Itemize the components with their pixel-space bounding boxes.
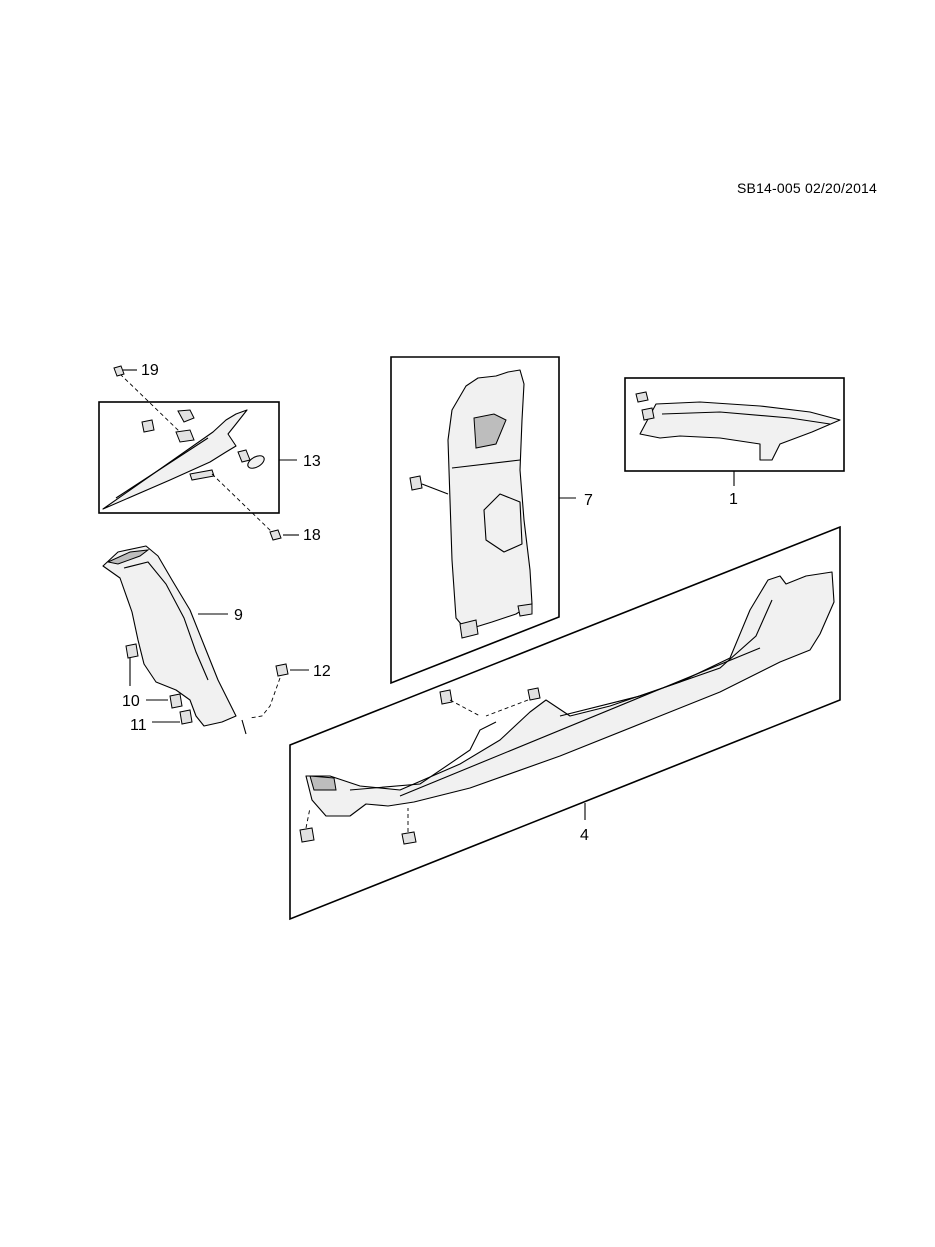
center-pillar-trim bbox=[447, 369, 533, 631]
sill-dash-2 bbox=[485, 699, 529, 717]
pillar-foot-right bbox=[517, 603, 533, 617]
callout-12: 12 bbox=[313, 663, 331, 680]
retainer-clip-top bbox=[177, 409, 195, 423]
assembly-4-group bbox=[289, 525, 841, 921]
callout-7: 7 bbox=[584, 492, 593, 509]
sill-contour-left bbox=[349, 721, 497, 791]
panel-edge-line bbox=[115, 437, 209, 499]
callout-19: 19 bbox=[141, 362, 159, 379]
pillar-top-edge bbox=[106, 549, 150, 565]
assembly-13-frame bbox=[98, 401, 280, 514]
callout-11: 11 bbox=[130, 717, 147, 734]
assembly-7-group bbox=[390, 356, 576, 685]
roof-rail-contour bbox=[661, 411, 831, 425]
retainer-clip-left bbox=[141, 419, 155, 433]
callout-1: 1 bbox=[729, 491, 738, 508]
sill-clip-3 bbox=[299, 827, 315, 843]
pillar-split-line bbox=[451, 459, 521, 469]
pillar-trim-9-group bbox=[102, 545, 309, 735]
pillar-contour bbox=[123, 561, 209, 681]
document-id: SB14-005 02/20/2014 bbox=[737, 180, 878, 196]
roof-rail-clip-1 bbox=[635, 391, 649, 403]
callout-13: 13 bbox=[303, 453, 321, 470]
retainer-clip-center bbox=[175, 429, 195, 443]
fastener-19 bbox=[113, 365, 125, 377]
sill-edge-line bbox=[399, 647, 761, 797]
lower-pillar-trim bbox=[102, 545, 237, 727]
callout-10: 10 bbox=[122, 693, 140, 710]
sill-clip-1 bbox=[439, 689, 453, 705]
pillar-foot bbox=[459, 619, 479, 639]
pillar-clip-line bbox=[421, 483, 449, 495]
callout-4: 4 bbox=[580, 827, 589, 844]
sill-clip-4 bbox=[401, 831, 417, 845]
assembly-13-group bbox=[98, 365, 299, 541]
belt-guide-opening bbox=[473, 413, 507, 449]
clip-11 bbox=[179, 709, 193, 725]
door-sill-plate bbox=[305, 571, 835, 817]
assembly-1-group bbox=[624, 377, 845, 486]
clip-10-upper bbox=[125, 643, 139, 659]
pillar-clip bbox=[409, 475, 423, 491]
retainer-clip-bottom bbox=[189, 469, 215, 481]
cover-cap bbox=[247, 455, 265, 469]
sill-dash-1 bbox=[449, 699, 481, 717]
screw-13 bbox=[237, 449, 251, 463]
assembly-4-frame bbox=[289, 525, 841, 921]
pillar-pocket bbox=[483, 493, 523, 553]
callout-18: 18 bbox=[303, 527, 321, 544]
dash-line-12 bbox=[249, 677, 281, 719]
assembly-7-frame bbox=[390, 356, 560, 685]
sill-end-cap bbox=[309, 775, 337, 791]
pillar-tab bbox=[241, 719, 247, 735]
fastener-18 bbox=[269, 529, 282, 541]
roof-rail-trim bbox=[639, 401, 841, 461]
screw-12 bbox=[275, 663, 289, 677]
callout-9: 9 bbox=[234, 607, 243, 624]
sill-contour-right bbox=[559, 599, 773, 717]
dash-line-18 bbox=[211, 473, 275, 535]
sill-clip-2 bbox=[527, 687, 541, 701]
clip-10 bbox=[169, 693, 183, 709]
sill-dash-3 bbox=[305, 807, 311, 829]
roof-rail-clip-2 bbox=[641, 407, 655, 421]
